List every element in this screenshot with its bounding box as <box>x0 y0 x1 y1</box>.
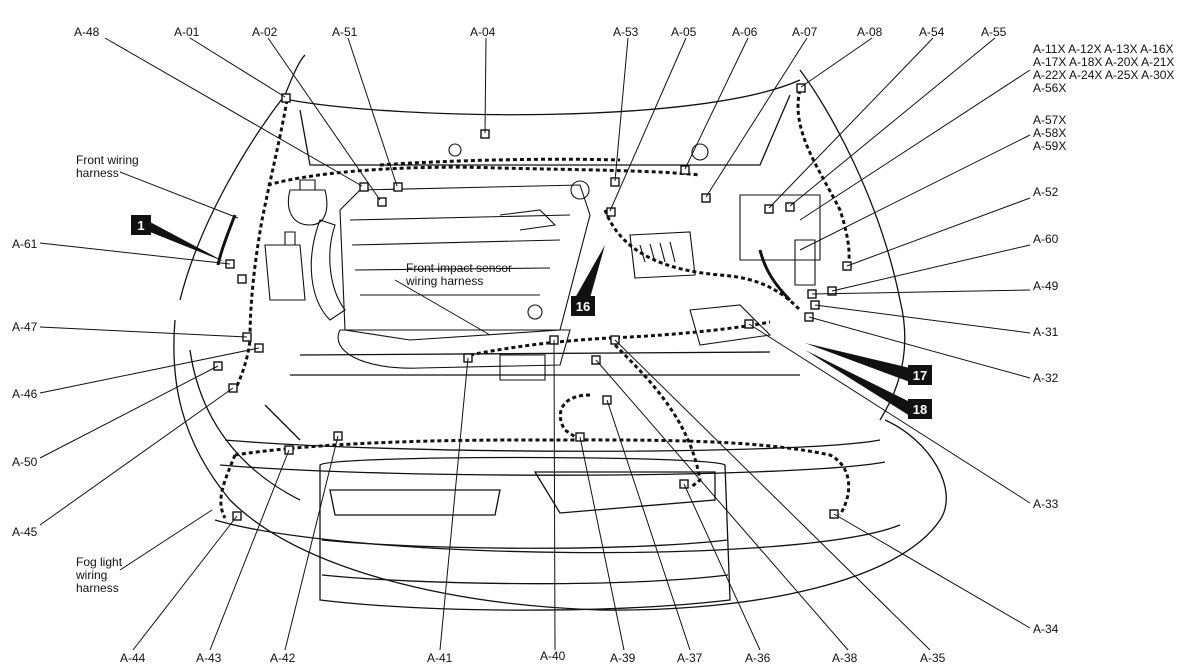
label-a54: A-54 <box>919 25 945 39</box>
label-a47: A-47 <box>12 320 38 334</box>
label-a36: A-36 <box>745 651 771 665</box>
label-x-group-3: A-22X A-24X A-25X A-30X <box>1033 68 1174 82</box>
label-a49: A-49 <box>1033 279 1059 293</box>
label-a02: A-02 <box>252 25 278 39</box>
label-a46: A-46 <box>12 387 38 401</box>
label-x-group-1: A-11X A-12X A-13X A-16X <box>1033 42 1174 56</box>
label-a04: A-04 <box>470 25 496 39</box>
engine-components <box>264 143 821 381</box>
connector-a02 <box>377 197 387 207</box>
label-x-group-4: A-56X <box>1033 81 1066 95</box>
label-a51: A-51 <box>332 25 358 39</box>
label-a45: A-45 <box>12 525 38 539</box>
label-a08: A-08 <box>857 25 883 39</box>
label-a59x: A-59X <box>1033 139 1066 153</box>
connector-a55 <box>785 202 795 212</box>
label-a53: A-53 <box>613 25 639 39</box>
label-a31: A-31 <box>1033 325 1059 339</box>
harness-labels: Front wiring harness Front impact sensor… <box>75 153 512 595</box>
connector-labels: A-48 A-01 A-02 A-51 A-04 A-53 A-05 A-06 … <box>12 25 1174 665</box>
label-a55: A-55 <box>981 25 1007 39</box>
connector-a06 <box>680 165 690 175</box>
label-a34: A-34 <box>1033 622 1059 636</box>
front-wiring-harness-label-1: Front wiring <box>76 153 139 167</box>
callout-16: 16 <box>571 296 595 316</box>
label-a39: A-39 <box>610 651 636 665</box>
callout-17: 17 <box>908 365 932 385</box>
label-x-group-2: A-17X A-18X A-20X A-21X <box>1033 55 1174 69</box>
label-a40: A-40 <box>540 649 566 663</box>
leader-lines <box>39 37 1031 651</box>
label-a07: A-07 <box>792 25 818 39</box>
svg-text:18: 18 <box>913 402 927 417</box>
connector-a61b <box>237 274 247 284</box>
connector-markers <box>213 83 852 521</box>
wiring-harness-lines <box>219 89 851 519</box>
connector-a51 <box>393 182 403 192</box>
label-a50: A-50 <box>12 455 38 469</box>
label-a44: A-44 <box>120 651 146 665</box>
connector-a01 <box>281 93 291 103</box>
label-a43: A-43 <box>196 651 222 665</box>
label-a35: A-35 <box>920 651 946 665</box>
label-a37: A-37 <box>677 651 703 665</box>
label-a48: A-48 <box>74 25 100 39</box>
connector-a54 <box>764 204 774 214</box>
svg-text:1: 1 <box>137 218 144 233</box>
fog-light-harness-label-1: Fog light <box>76 555 123 569</box>
label-a42: A-42 <box>270 651 296 665</box>
label-a52: A-52 <box>1033 185 1059 199</box>
fog-light-harness-label-3: harness <box>76 581 119 595</box>
label-a32: A-32 <box>1033 371 1059 385</box>
connector-a08 <box>796 83 806 93</box>
svg-text:16: 16 <box>576 299 590 314</box>
label-a60: A-60 <box>1033 232 1059 246</box>
connector-a07 <box>701 193 711 203</box>
callout-18: 18 <box>908 399 932 419</box>
label-a01: A-01 <box>174 25 200 39</box>
label-a58x: A-58X <box>1033 126 1066 140</box>
vehicle-body-outline <box>173 54 947 611</box>
label-a05: A-05 <box>671 25 697 39</box>
label-a06: A-06 <box>732 25 758 39</box>
callout-wedges <box>150 222 910 416</box>
label-a38: A-38 <box>832 651 858 665</box>
svg-text:17: 17 <box>913 368 927 383</box>
label-a57x: A-57X <box>1033 113 1066 127</box>
front-impact-sensor-label-1: Front impact sensor <box>406 261 512 275</box>
callout-1: 1 <box>131 215 151 235</box>
label-a33: A-33 <box>1033 497 1059 511</box>
connector-a48 <box>359 182 369 192</box>
front-wiring-harness-label-2: harness <box>76 166 119 180</box>
label-a41: A-41 <box>427 651 453 665</box>
label-a61: A-61 <box>12 237 38 251</box>
fog-light-harness-label-2: wiring <box>75 568 107 582</box>
front-impact-sensor-label-2: wiring harness <box>405 274 483 288</box>
